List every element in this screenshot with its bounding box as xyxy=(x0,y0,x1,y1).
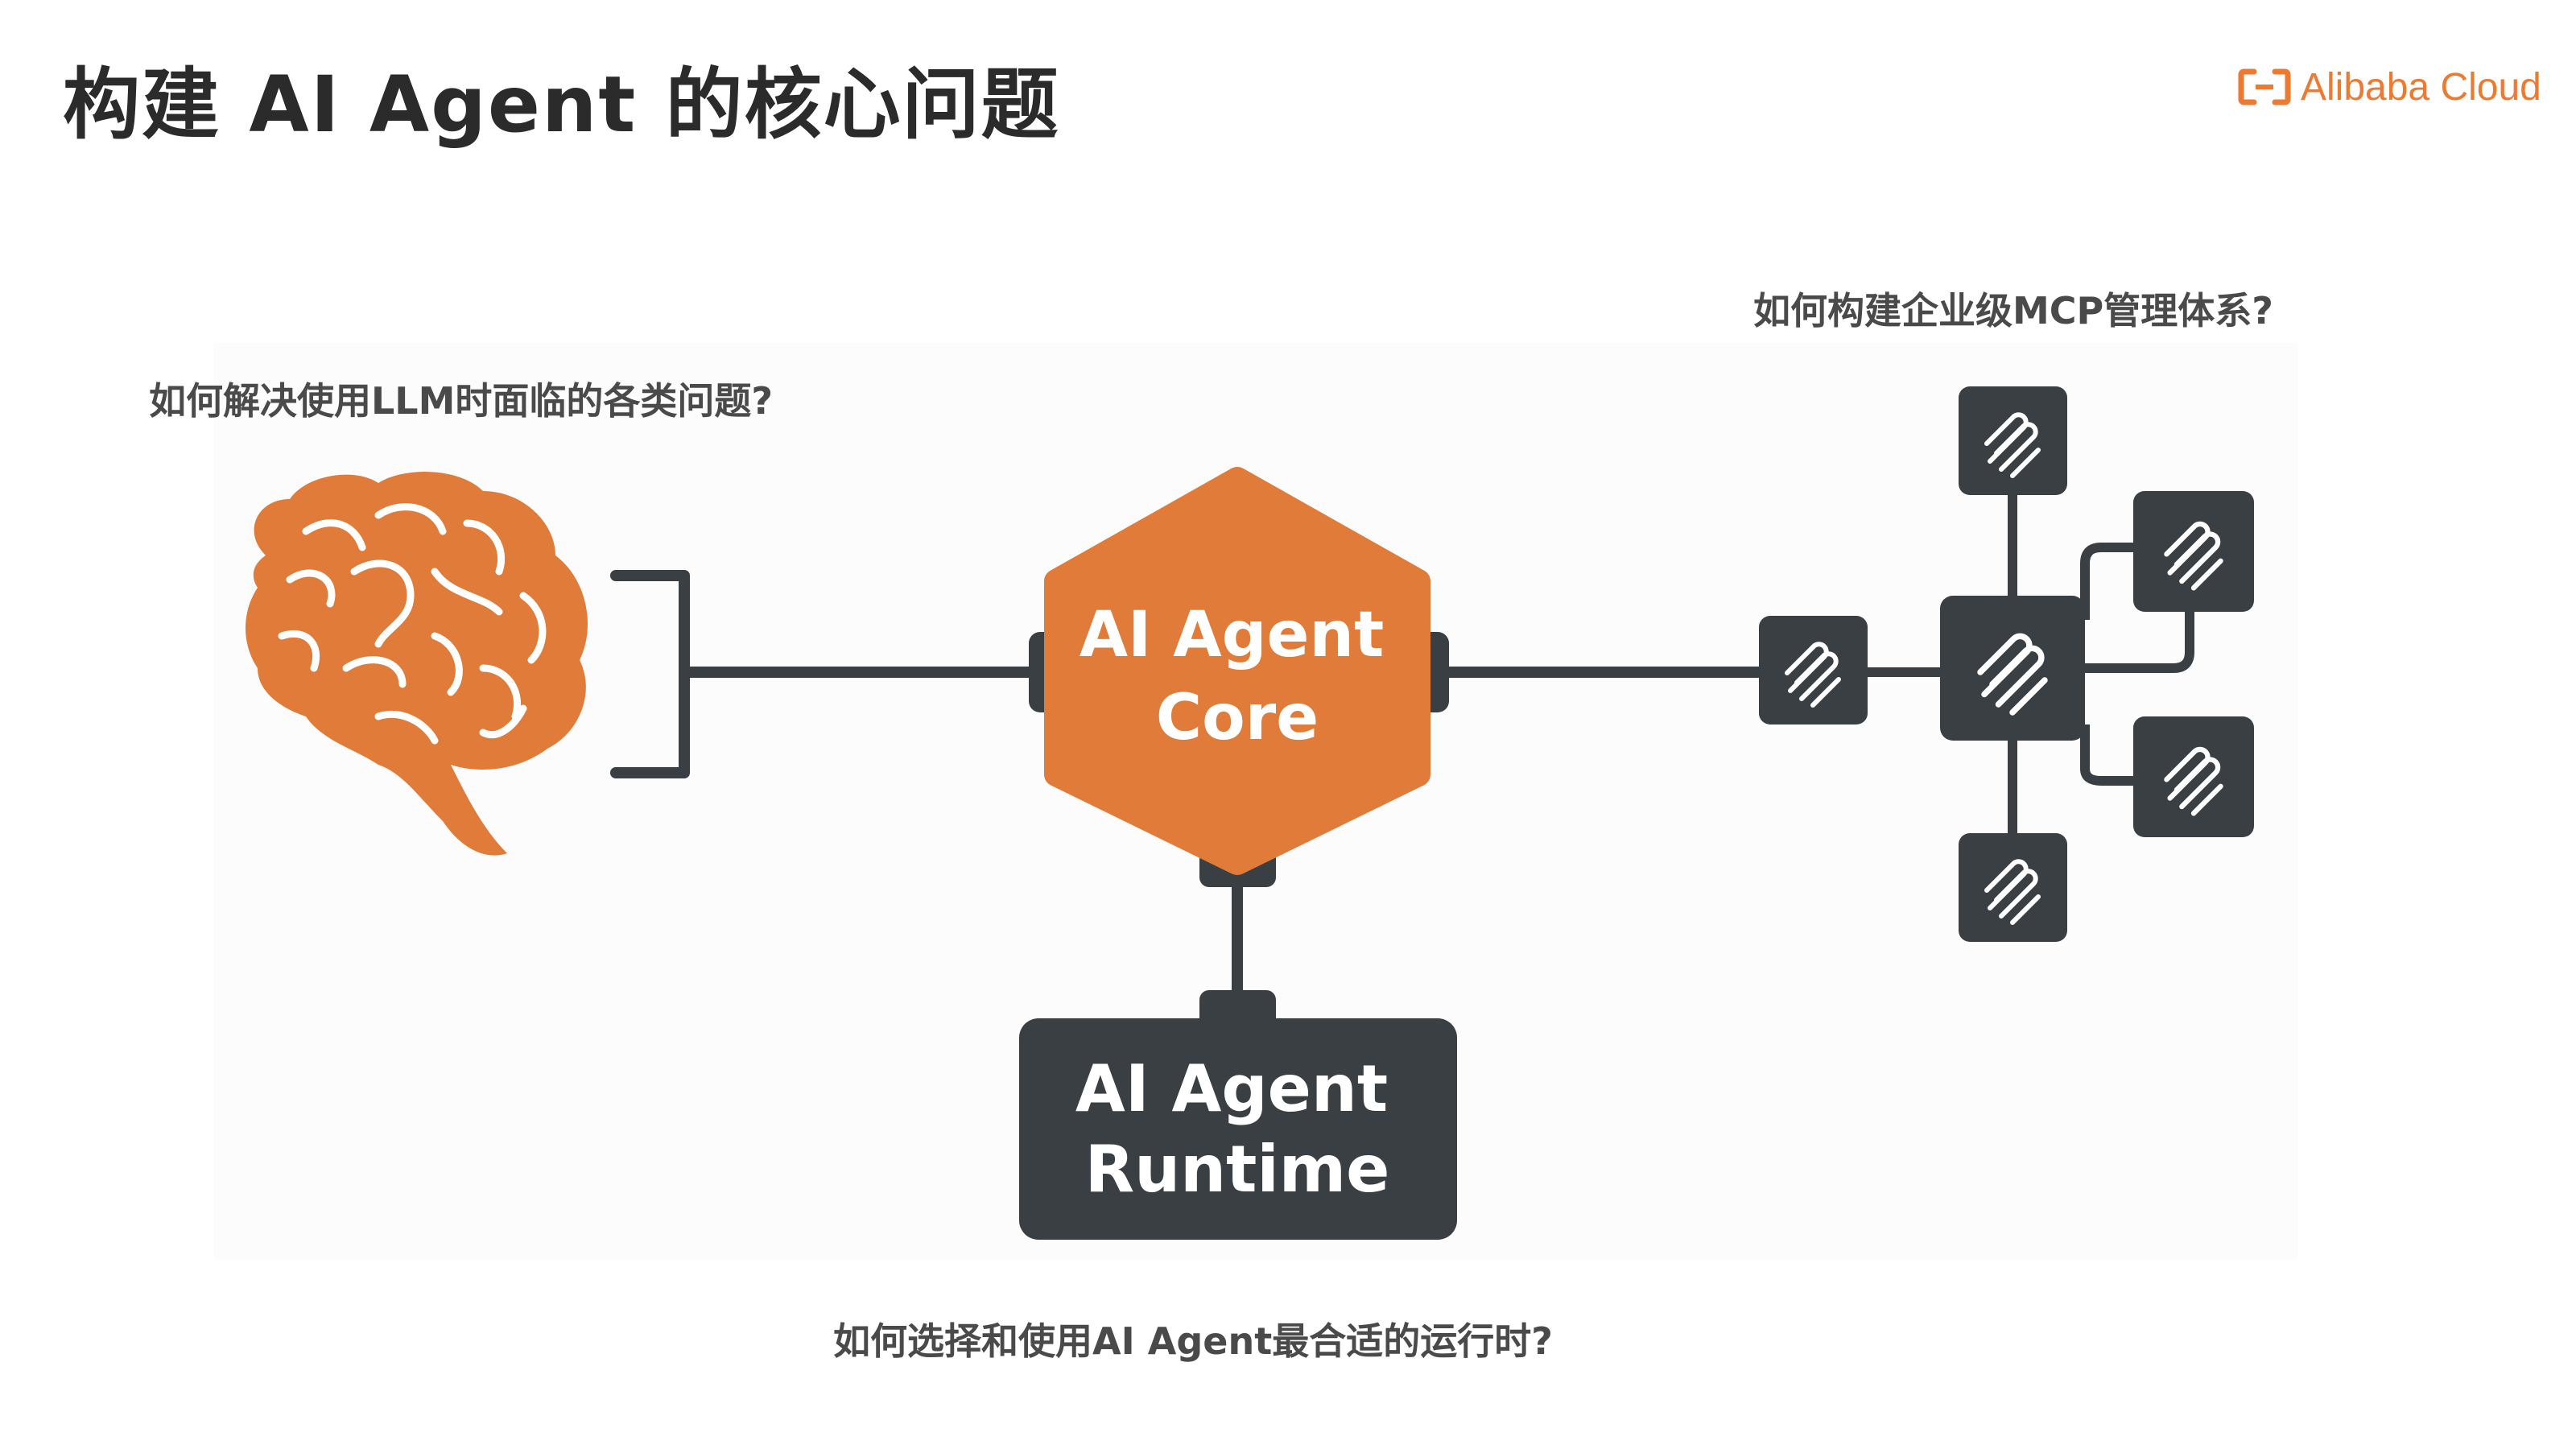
mcp-hub-node xyxy=(1940,596,2085,741)
mcp-node-top xyxy=(1959,386,2067,495)
mcp-node-bottom xyxy=(1959,833,2067,942)
page-title: 构建 AI Agent 的核心问题 xyxy=(63,60,1060,150)
agent-runtime-node xyxy=(1019,1018,1457,1240)
question-runtime: 如何选择和使用AI Agent最合适的运行时? xyxy=(833,1319,1553,1363)
runtime-label-line1: AI Agent xyxy=(1075,1051,1388,1126)
brand-logo: Alibaba Cloud xyxy=(2238,63,2541,111)
brain-bracket xyxy=(610,570,690,778)
runtime-label-line2: Runtime xyxy=(1085,1132,1390,1207)
mcp-node-upper-right xyxy=(2133,491,2254,612)
mcp-node-lower-right xyxy=(2133,716,2254,837)
core-label-line1: AI Agent xyxy=(1080,599,1384,671)
alibaba-cloud-logo-icon xyxy=(2238,68,2291,105)
agent-core-node xyxy=(1044,467,1430,875)
brand-name: Alibaba Cloud xyxy=(2301,65,2541,109)
mcp-network-links xyxy=(1868,495,2194,837)
mcp-node-left xyxy=(1759,616,1868,724)
brain-icon xyxy=(246,472,588,856)
question-mcp: 如何构建企业级MCP管理体系? xyxy=(1753,289,2273,332)
core-label-line2: Core xyxy=(1156,682,1319,754)
question-llm: 如何解决使用LLM时面临的各类问题? xyxy=(149,379,774,423)
